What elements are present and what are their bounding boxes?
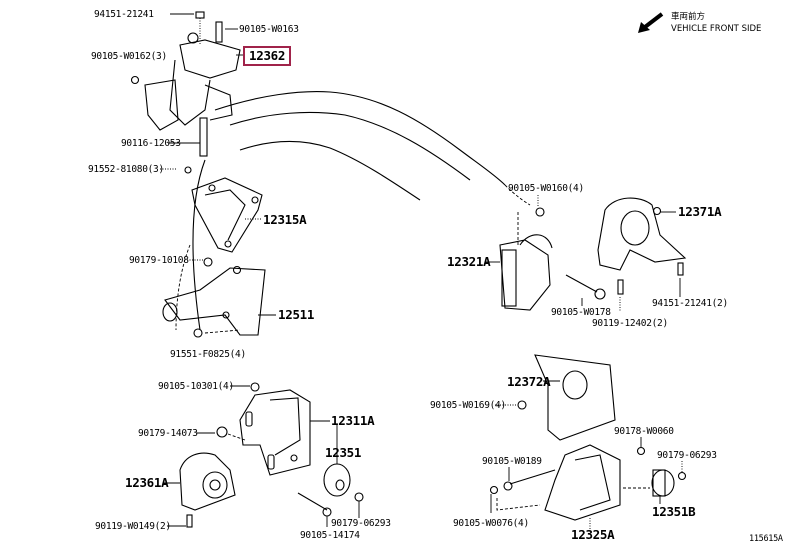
label-12311A[interactable]: 12311A: [331, 413, 375, 428]
label-90105-W0076[interactable]: 90105-W0076(4): [453, 518, 529, 529]
label-90179-10108[interactable]: 90179-10108: [129, 255, 189, 266]
direction-label: VEHICLE FRONT SIDE: [671, 24, 762, 34]
label-90178-W0060[interactable]: 90178-W0060: [614, 426, 674, 437]
label-12325A[interactable]: 12325A: [571, 527, 615, 542]
label-90179-06293-right[interactable]: 90179-06293: [657, 450, 717, 461]
label-90179-06293-lower-left[interactable]: 90179-06293: [331, 518, 391, 529]
part-12351-drawing: [297, 463, 364, 517]
label-12361A[interactable]: 12361A: [125, 475, 169, 490]
label-90119-W0149[interactable]: 90119-W0149(2): [95, 521, 171, 532]
part-12315A-drawing: [175, 166, 263, 331]
label-90105-W0169[interactable]: 90105-W0169(4): [430, 400, 506, 411]
part-12361A-drawing: [179, 452, 236, 528]
arrow-down-left-icon: [638, 12, 664, 33]
label-90116-12053[interactable]: 90116-12053: [121, 138, 181, 149]
label-12351B[interactable]: 12351B: [652, 504, 696, 519]
label-90105-14174[interactable]: 90105-14174: [300, 530, 360, 541]
part-12362-drawing: [130, 11, 241, 157]
label-91552-81080[interactable]: 91552-81080(3): [88, 164, 164, 175]
label-90105-W0160[interactable]: 90105-W0160(4): [508, 183, 584, 194]
part-12372A-drawing: [495, 354, 616, 441]
label-94151-21241[interactable]: 94151-21241: [94, 9, 154, 20]
part-12511-drawing: [162, 265, 266, 338]
label-12321A[interactable]: 12321A: [447, 254, 491, 269]
part-12325A-drawing: [489, 444, 646, 521]
label-12511[interactable]: 12511: [278, 307, 315, 322]
label-90105-W0178[interactable]: 90105-W0178: [551, 307, 611, 318]
label-90119-12402[interactable]: 90119-12402(2): [592, 318, 668, 329]
direction-label-japanese: 車両前方: [671, 12, 706, 22]
label-90105-W0163[interactable]: 90105-W0163: [239, 24, 299, 35]
label-94151-21241-right[interactable]: 94151-21241(2): [652, 298, 728, 309]
label-90105-W0162[interactable]: 90105-W0162(3): [91, 51, 167, 62]
label-90105-W0189[interactable]: 90105-W0189: [482, 456, 542, 467]
label-12351[interactable]: 12351: [325, 445, 362, 460]
label-90105-10301[interactable]: 90105-10301(4): [158, 381, 234, 392]
part-12351B-drawing: [623, 469, 687, 497]
label-12372A[interactable]: 12372A: [507, 374, 551, 389]
label-90179-14073[interactable]: 90179-14073: [138, 428, 198, 439]
diagram-id: 115615A: [749, 534, 783, 544]
label-12371A[interactable]: 12371A: [678, 204, 722, 219]
leader-lines: [160, 13, 683, 530]
part-12321A-drawing: [499, 207, 606, 311]
part-12371A-drawing: [597, 197, 687, 295]
engine-outline: [192, 91, 531, 331]
part-12311A-drawing: [216, 382, 311, 476]
label-12362-highlighted[interactable]: 12362: [243, 46, 292, 66]
label-12315A[interactable]: 12315A: [263, 212, 307, 227]
label-91551-F0825[interactable]: 91551-F0825(4): [170, 349, 246, 360]
